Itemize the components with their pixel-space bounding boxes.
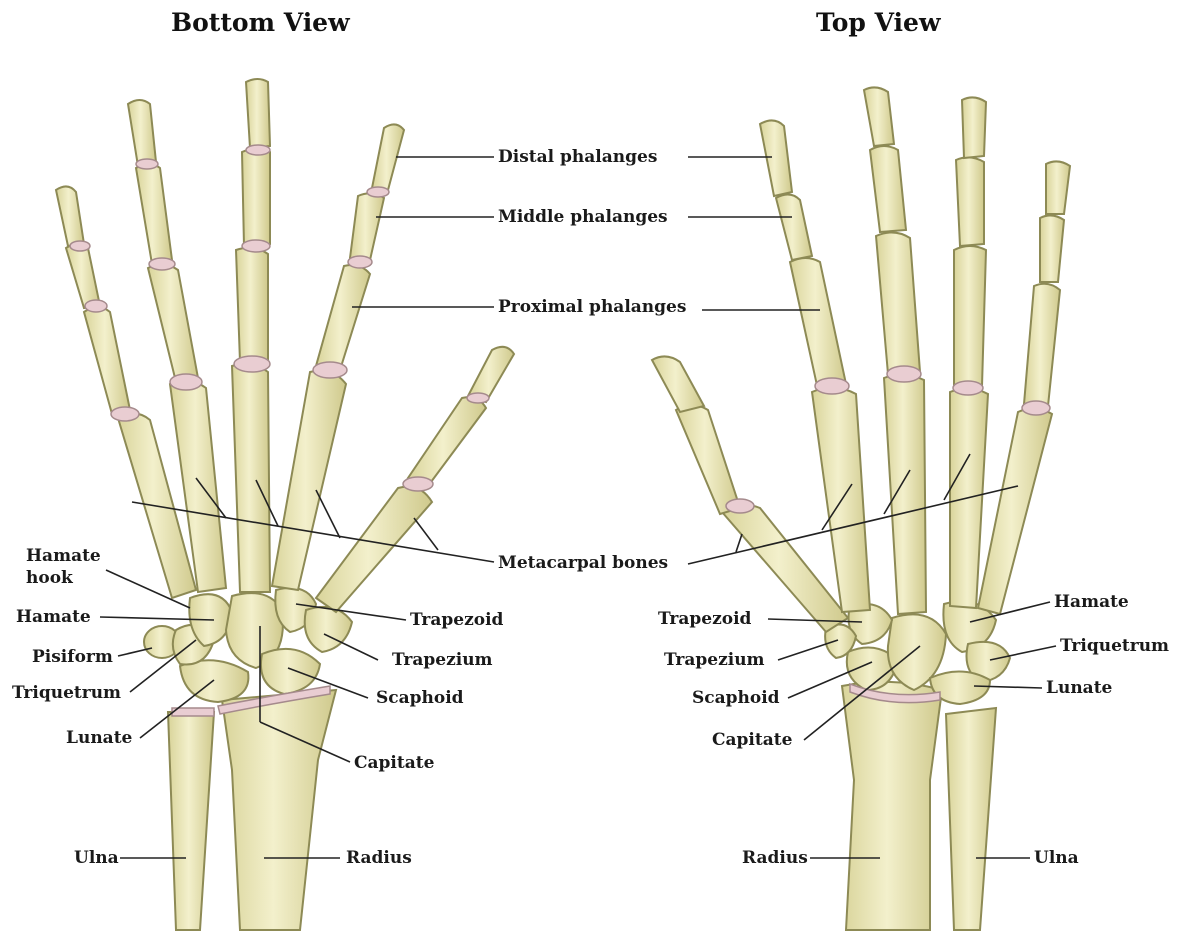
left-label-pisiform: Pisiform [32, 647, 113, 667]
right-middle-2 [776, 194, 812, 260]
right-distal-4 [962, 97, 986, 158]
right-hand [652, 87, 1070, 930]
right-metacarpal-3 [884, 374, 926, 614]
left-distal-4 [128, 100, 156, 166]
left-proximal-2 [316, 265, 370, 370]
left-proximal-1 [408, 397, 486, 486]
right-proximal-5 [1024, 284, 1060, 406]
left-proximal-3 [236, 248, 268, 362]
right-distal-5 [1046, 161, 1070, 214]
left-label-trapezium: Trapezium [392, 650, 493, 670]
left-middle-3 [242, 149, 270, 246]
left-middle-5 [66, 244, 100, 308]
right-label-triquetrum: Triquetrum [1060, 636, 1169, 656]
left-label-capitate: Capitate [354, 753, 434, 773]
left-label-radius: Radius [346, 848, 412, 868]
label-distal-phalanges: Distal phalanges [498, 147, 657, 167]
left-metacarpal-3 [232, 364, 270, 592]
right-middle-3 [870, 146, 906, 232]
right-middle-5 [1040, 215, 1064, 282]
right-label-hamate: Hamate [1054, 592, 1129, 612]
left-label-hamate-hook-2: hook [26, 568, 73, 588]
left-middle-2 [350, 193, 384, 260]
right-radius [842, 682, 942, 930]
right-label-scaphoid: Scaphoid [692, 688, 780, 708]
left-middle-4 [136, 164, 172, 264]
right-label-radius: Radius [742, 848, 808, 868]
right-label-ulna: Ulna [1034, 848, 1079, 868]
left-trapezium [305, 607, 352, 652]
left-proximal-5 [84, 307, 130, 414]
right-distal-1 [652, 356, 704, 412]
left-scaphoid [261, 649, 320, 694]
right-middle-4 [956, 157, 984, 246]
left-label-trapezoid: Trapezoid [410, 610, 503, 630]
left-ulna [168, 712, 214, 930]
left-distal-3 [246, 79, 270, 148]
right-label-capitate: Capitate [712, 730, 792, 750]
right-proximal-4 [954, 246, 986, 388]
left-hand [56, 79, 514, 930]
right-distal-2 [760, 120, 792, 196]
left-lunate [180, 660, 248, 702]
left-label-hamate: Hamate [16, 607, 91, 627]
right-proximal-2 [790, 258, 846, 390]
right-label-lunate: Lunate [1046, 678, 1112, 698]
right-proximal-3 [876, 232, 920, 374]
left-distal-5 [56, 186, 84, 246]
left-label-scaphoid: Scaphoid [376, 688, 464, 708]
left-label-lunate: Lunate [66, 728, 132, 748]
right-ulna [946, 708, 996, 930]
left-label-ulna: Ulna [74, 848, 119, 868]
label-proximal-phalanges: Proximal phalanges [498, 297, 686, 317]
right-label-trapezium: Trapezium [664, 650, 765, 670]
left-radius [222, 690, 336, 930]
right-distal-3 [864, 87, 894, 146]
left-label-triquetrum: Triquetrum [12, 683, 121, 703]
left-proximal-4 [148, 264, 198, 382]
label-metacarpal-bones: Metacarpal bones [498, 553, 668, 573]
right-metacarpal-5 [978, 408, 1052, 614]
right-proximal-1 [676, 405, 740, 514]
right-label-trapezoid: Trapezoid [658, 609, 751, 629]
label-middle-phalanges: Middle phalanges [498, 207, 668, 227]
left-label-hamate-hook-1: Hamate [26, 546, 101, 566]
left-metacarpal-2 [272, 371, 346, 591]
